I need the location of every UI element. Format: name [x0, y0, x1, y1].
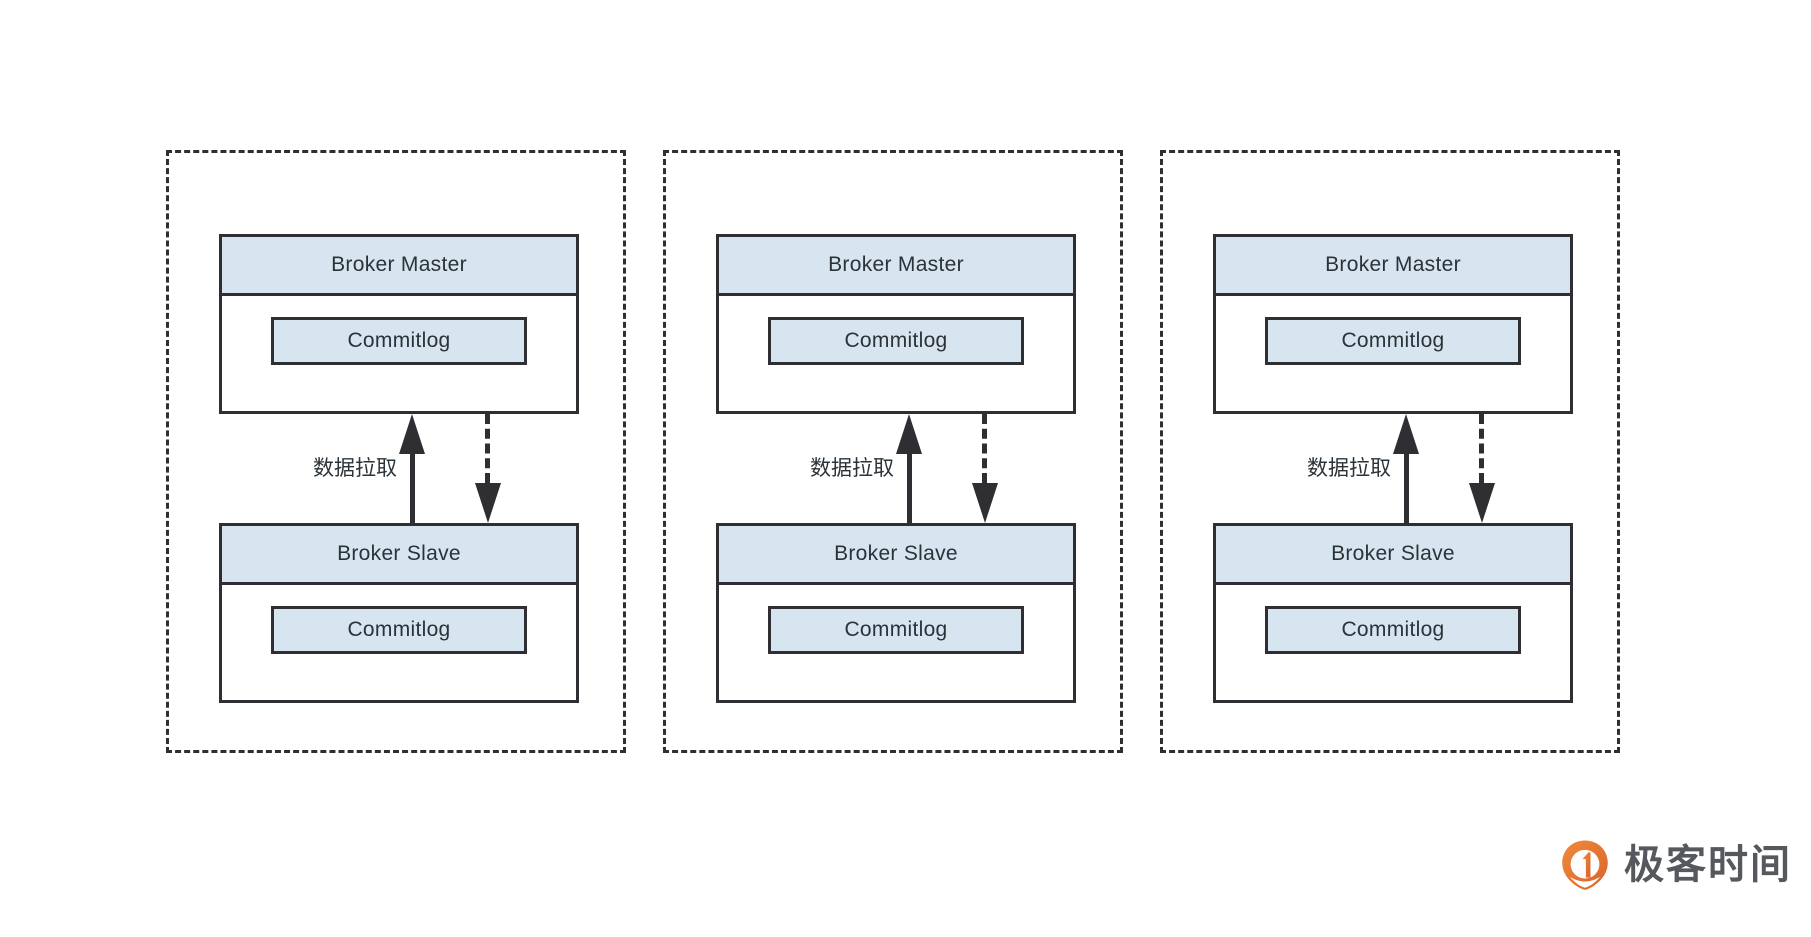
broker-master-body-3: Commitlog: [1216, 296, 1570, 414]
broker-slave-body-1: Commitlog: [222, 585, 576, 703]
arrow-up-shaft: [907, 454, 912, 523]
broker-master-body-1: Commitlog: [222, 296, 576, 414]
replication-connector-2: 数据拉取: [716, 414, 1076, 523]
broker-master-node-1: Broker Master Commitlog: [219, 234, 579, 414]
commitlog-box-slave-1: Commitlog: [271, 606, 527, 654]
broker-master-title-1: Broker Master: [222, 237, 576, 296]
watermark: 极客时间: [1558, 838, 1792, 892]
commitlog-box-master-2: Commitlog: [768, 317, 1024, 365]
replication-label-3: 数据拉取: [1307, 457, 1391, 480]
arrow-up-shaft: [1404, 454, 1409, 523]
broker-slave-title-2: Broker Slave: [719, 526, 1073, 585]
commitlog-box-slave-3: Commitlog: [1265, 606, 1521, 654]
arrow-up-head-icon: [399, 414, 425, 454]
commitlog-box-master-3: Commitlog: [1265, 317, 1521, 365]
arrow-up-shaft: [410, 454, 415, 523]
commitlog-box-slave-2: Commitlog: [768, 606, 1024, 654]
broker-master-title-2: Broker Master: [719, 237, 1073, 296]
arrow-down-shaft-dashed: [485, 414, 490, 483]
arrow-up-head-icon: [896, 414, 922, 454]
replication-label-1: 数据拉取: [313, 457, 397, 480]
arrow-down-shaft-dashed: [1479, 414, 1484, 483]
commitlog-box-master-1: Commitlog: [271, 317, 527, 365]
broker-slave-node-1: Broker Slave Commitlog: [219, 523, 579, 703]
broker-master-body-2: Commitlog: [719, 296, 1073, 414]
broker-slave-node-2: Broker Slave Commitlog: [716, 523, 1076, 703]
broker-slave-body-2: Commitlog: [719, 585, 1073, 703]
broker-group-3: Broker Master Commitlog 数据拉取 Broker Slav…: [1160, 150, 1620, 753]
broker-master-title-3: Broker Master: [1216, 237, 1570, 296]
broker-master-node-2: Broker Master Commitlog: [716, 234, 1076, 414]
broker-slave-title-3: Broker Slave: [1216, 526, 1570, 585]
broker-group-2: Broker Master Commitlog 数据拉取 Broker Slav…: [663, 150, 1123, 753]
data-pull-down-arrow-icon-3: [1469, 414, 1495, 523]
arrow-down-head-icon: [475, 483, 501, 523]
broker-master-node-3: Broker Master Commitlog: [1213, 234, 1573, 414]
replication-connector-1: 数据拉取: [219, 414, 579, 523]
arrow-down-head-icon: [1469, 483, 1495, 523]
arrow-down-head-icon: [972, 483, 998, 523]
data-pull-down-arrow-icon-2: [972, 414, 998, 523]
data-pull-up-arrow-icon-1: [399, 414, 425, 523]
geektime-logo-icon: [1562, 840, 1608, 890]
watermark-text: 极客时间: [1624, 843, 1792, 887]
data-pull-up-arrow-icon-3: [1393, 414, 1419, 523]
broker-slave-title-1: Broker Slave: [222, 526, 576, 585]
broker-slave-body-3: Commitlog: [1216, 585, 1570, 703]
broker-slave-node-3: Broker Slave Commitlog: [1213, 523, 1573, 703]
data-pull-up-arrow-icon-2: [896, 414, 922, 523]
data-pull-down-arrow-icon-1: [475, 414, 501, 523]
arrow-down-shaft-dashed: [982, 414, 987, 483]
broker-group-1: Broker Master Commitlog 数据拉取 Broker Slav…: [166, 150, 626, 753]
arrow-up-head-icon: [1393, 414, 1419, 454]
replication-label-2: 数据拉取: [810, 457, 894, 480]
replication-connector-3: 数据拉取: [1213, 414, 1573, 523]
